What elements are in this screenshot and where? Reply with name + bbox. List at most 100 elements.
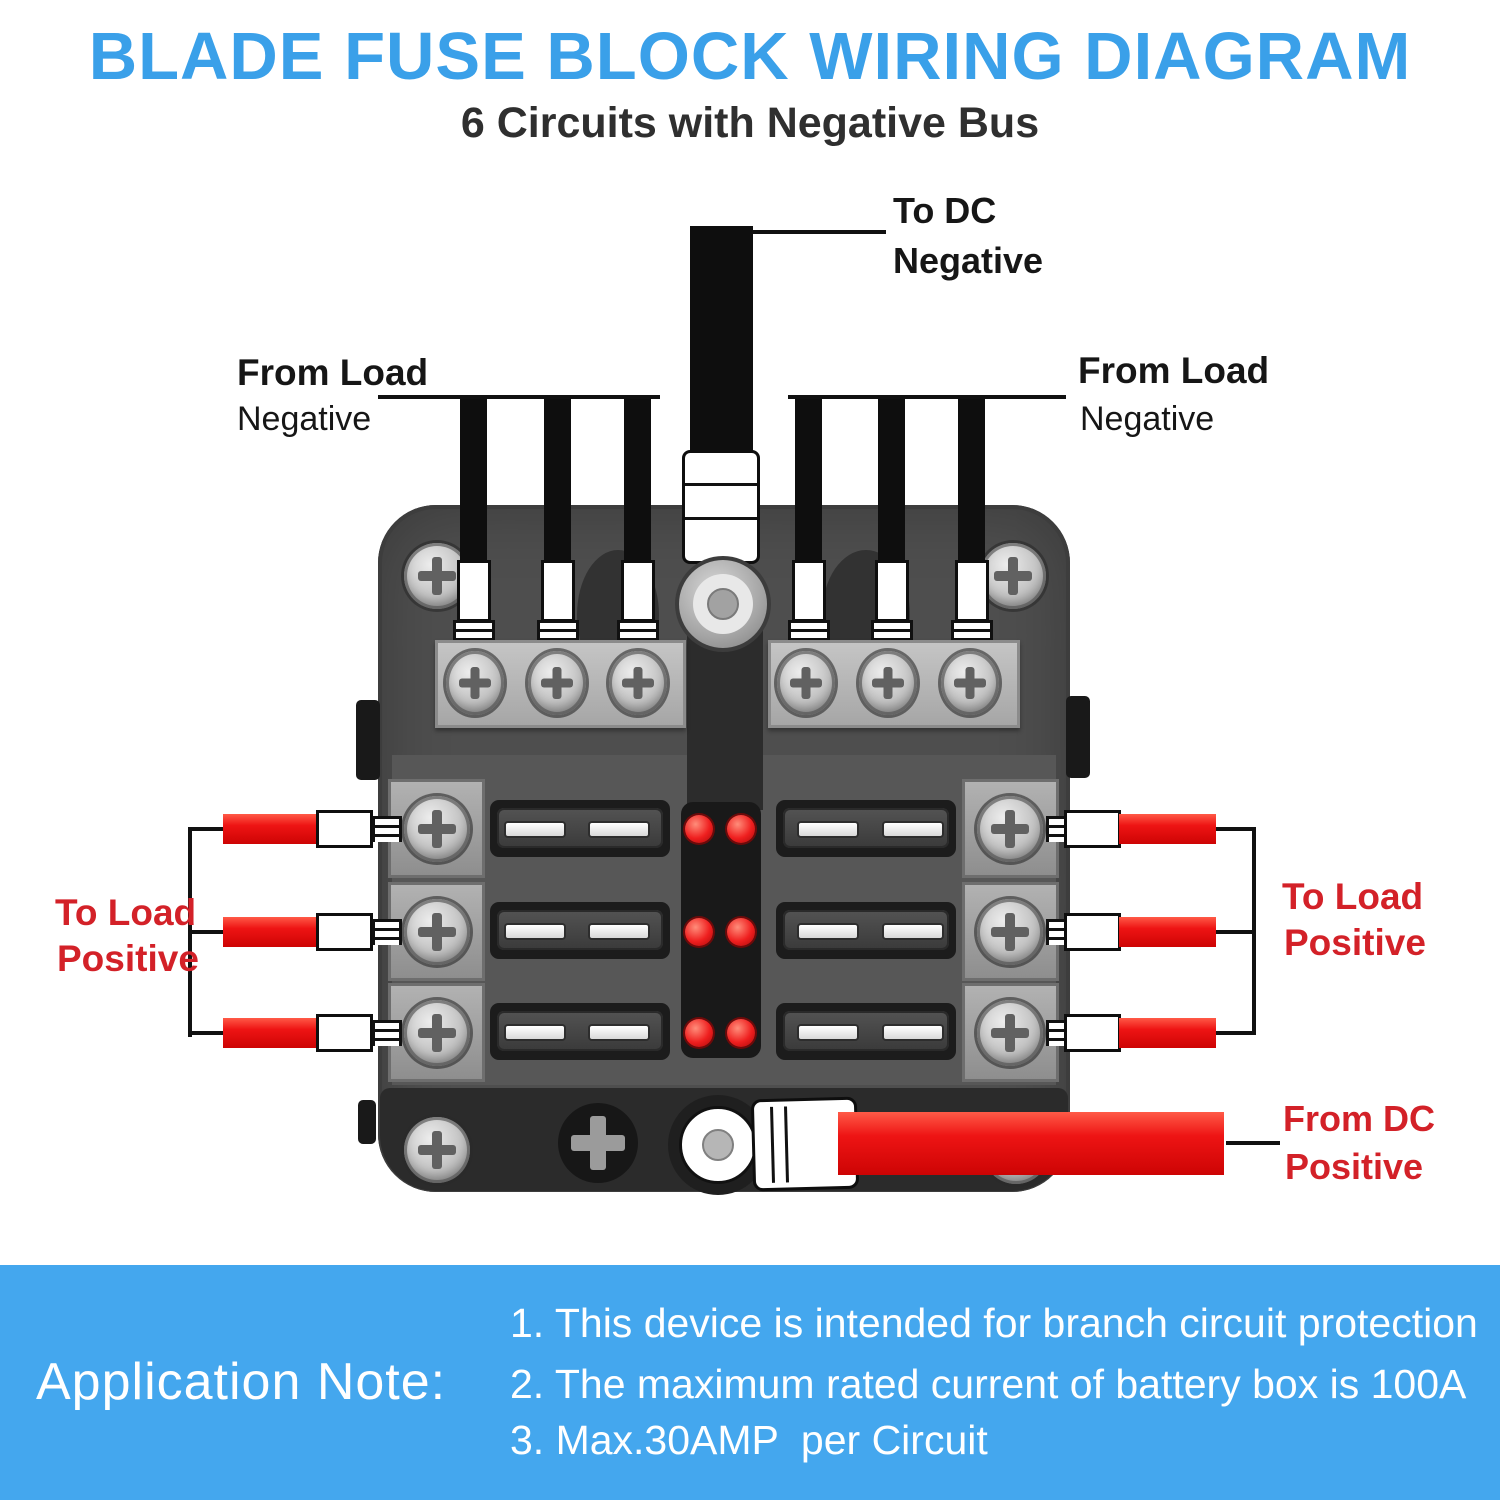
- negative-wire: [624, 398, 651, 566]
- right-bracket-line: [1214, 930, 1256, 934]
- corner-screw-icon: [404, 1117, 470, 1183]
- terminal-connector: [871, 620, 913, 642]
- positive-wire: [223, 1018, 318, 1048]
- from-load-left-label: From Load: [237, 352, 429, 393]
- plus-icon: [590, 1116, 606, 1170]
- corner-screw-icon: [980, 543, 1046, 609]
- dc-negative-main-wire: [690, 226, 753, 452]
- wire-crimp-terminal: [316, 810, 373, 848]
- wire-crimp-terminal: [1064, 913, 1121, 951]
- wire-crimp-terminal: [1064, 810, 1121, 848]
- circuit-screw-icon: [977, 796, 1043, 862]
- fuse-slot: [490, 902, 670, 959]
- led-indicator-icon: [685, 815, 713, 843]
- wire-crimp-terminal: [316, 913, 373, 951]
- wire-crimp-sleeve: [792, 560, 826, 622]
- positive-wire: [223, 814, 318, 844]
- terminal-connector: [372, 1020, 402, 1046]
- terminal-connector: [617, 620, 659, 642]
- negative-stud-core: [707, 588, 739, 620]
- positive-wire: [1119, 814, 1216, 844]
- terminal-connector: [537, 620, 579, 642]
- to-load-left-label: Positive: [57, 938, 199, 979]
- to-load-left-label: To Load: [55, 892, 197, 933]
- bus-screw-icon: [528, 651, 586, 715]
- left-bracket-line: [188, 827, 226, 831]
- to-dc-label: Negative: [893, 240, 1044, 281]
- led-indicator-icon: [727, 918, 755, 946]
- application-note-heading: Application Note:: [36, 1353, 447, 1411]
- fuse-slot: [490, 1003, 670, 1060]
- circuit-screw-icon: [404, 1000, 470, 1066]
- application-note-item: 1. This device is intended for branch ci…: [510, 1300, 1478, 1346]
- led-indicator-icon: [727, 815, 755, 843]
- led-indicator-icon: [685, 1019, 713, 1047]
- positive-wire: [1119, 917, 1216, 947]
- negative-wire: [878, 398, 905, 566]
- bus-screw-icon: [941, 651, 999, 715]
- crimp-seam: [685, 517, 757, 520]
- terminal-connector: [372, 919, 402, 945]
- wire-crimp-sleeve: [955, 560, 989, 622]
- to-dc-label: To DC: [893, 190, 997, 231]
- crimp-seam: [770, 1106, 776, 1183]
- page-title: BLADE FUSE BLOCK WIRING DIAGRAM: [88, 19, 1412, 94]
- fuse-slot: [776, 1003, 956, 1060]
- bus-screw-icon: [446, 651, 504, 715]
- block-side-tab-left: [356, 700, 380, 780]
- right-bracket-line: [1214, 827, 1256, 831]
- circuit-screw-icon: [404, 899, 470, 965]
- circuit-screw-icon: [404, 796, 470, 862]
- fuse-slot: [490, 800, 670, 857]
- dc-positive-main-wire: [838, 1112, 1224, 1175]
- fuse-slot: [776, 902, 956, 959]
- from-dc-label: From DC: [1283, 1098, 1435, 1139]
- terminal-connector: [453, 620, 495, 642]
- positive-stud-core: [702, 1129, 734, 1161]
- negative-wire: [795, 398, 822, 566]
- wire-crimp-sleeve: [457, 560, 491, 622]
- from-load-right-label: From Load: [1078, 350, 1270, 391]
- to-load-right-label: To Load: [1282, 876, 1424, 917]
- to-dc-pointer-line: [752, 230, 886, 234]
- crimp-seam: [685, 483, 757, 486]
- terminal-connector: [951, 620, 993, 642]
- left-bracket-line: [188, 1031, 226, 1035]
- bus-screw-icon: [777, 651, 835, 715]
- from-dc-pointer-line: [1226, 1141, 1280, 1145]
- block-side-tab-right: [1066, 696, 1090, 778]
- wire-crimp-terminal: [1064, 1014, 1121, 1052]
- block-side-nub-left: [358, 1100, 376, 1144]
- application-note-item: 3. Max.30AMP per Circuit: [510, 1417, 988, 1463]
- negative-wire: [544, 398, 571, 566]
- from-load-right-label: Negative: [1080, 400, 1215, 438]
- negative-wire: [460, 398, 487, 566]
- right-bracket-line: [1214, 1031, 1256, 1035]
- from-load-left-label: Negative: [237, 400, 372, 438]
- from-dc-label: Positive: [1285, 1146, 1424, 1187]
- dc-negative-crimp: [682, 450, 760, 564]
- terminal-connector: [372, 816, 402, 842]
- left-bracket-line: [188, 930, 226, 934]
- crimp-seam: [784, 1106, 790, 1183]
- positive-wire: [223, 917, 318, 947]
- wire-crimp-sleeve: [621, 560, 655, 622]
- circuit-screw-icon: [977, 899, 1043, 965]
- from-load-left-pointer-line: [378, 395, 660, 399]
- wire-crimp-sleeve: [541, 560, 575, 622]
- led-indicator-icon: [727, 1019, 755, 1047]
- application-note-item: 2. The maximum rated current of battery …: [510, 1361, 1467, 1407]
- led-indicator-icon: [685, 918, 713, 946]
- application-note-bar: [0, 1265, 1500, 1500]
- to-load-right-label: Positive: [1284, 922, 1426, 963]
- page-subtitle: 6 Circuits with Negative Bus: [460, 99, 1040, 147]
- negative-wire: [958, 398, 985, 566]
- positive-wire: [1119, 1018, 1216, 1048]
- wire-crimp-sleeve: [875, 560, 909, 622]
- from-load-right-pointer-line: [788, 395, 1066, 399]
- fuse-slot: [776, 800, 956, 857]
- bus-screw-icon: [859, 651, 917, 715]
- terminal-connector: [788, 620, 830, 642]
- wire-crimp-terminal: [316, 1014, 373, 1052]
